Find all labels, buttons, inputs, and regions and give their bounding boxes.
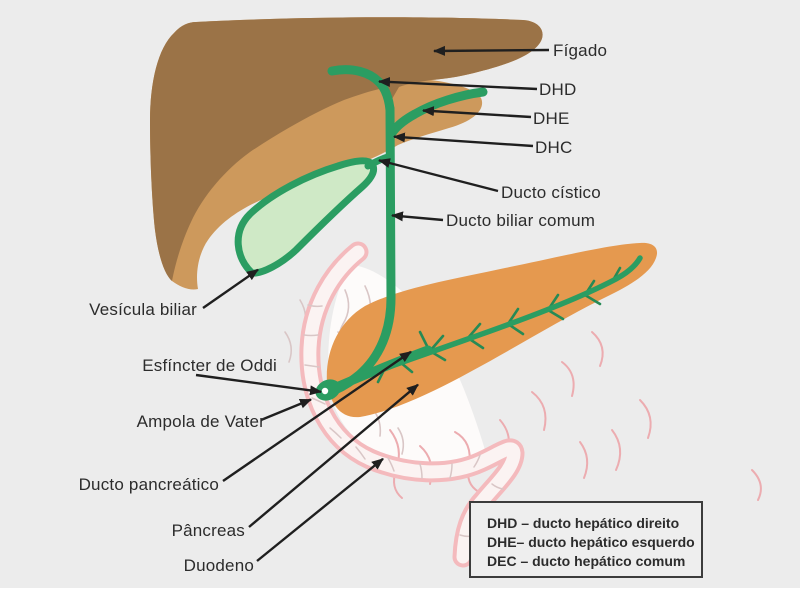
label-ducto-cistico: Ducto cístico — [501, 183, 601, 202]
arrow-figado — [433, 45, 550, 56]
label-vesicula-biliar: Vesícula biliar — [89, 300, 197, 319]
footer-strip — [0, 588, 800, 600]
label-pancreas: Pâncreas — [171, 521, 245, 540]
arrow-dhc — [393, 132, 534, 148]
label-dhc: DHC — [535, 138, 573, 157]
arrow-ampola-de-vater — [260, 398, 312, 422]
label-ampola-de-vater: Ampola de Vater — [136, 412, 265, 431]
abbreviation-legend-box: DHD – ducto hepático direito DHE– ducto … — [469, 501, 703, 578]
cystic-duct — [364, 153, 392, 170]
label-esfincter-de-oddi: Esfíncter de Oddi — [142, 356, 277, 375]
arrow-pancreas — [248, 383, 419, 528]
liver-shape — [150, 17, 543, 281]
label-dhd: DHD — [539, 80, 577, 99]
label-ducto-pancreatico: Ducto pancreático — [78, 475, 219, 494]
arrow-vesicula-biliar — [202, 268, 259, 309]
duodenum-fold-ticks — [303, 304, 504, 538]
label-dhe: DHE — [533, 109, 570, 128]
arrow-duodeno — [256, 457, 384, 562]
arrow-esfincter-de-oddi — [195, 373, 322, 396]
label-figado: Fígado — [553, 41, 608, 60]
legend-line-dhe: DHE– ducto hepático esquerdo — [487, 534, 695, 550]
ampulla-opening-dot — [321, 387, 329, 395]
label-duodeno: Duodeno — [183, 556, 254, 575]
legend-line-dhd: DHD – ducto hepático direito — [487, 515, 680, 531]
arrow-ducto-cistico — [378, 158, 499, 193]
arrow-dhd — [378, 77, 538, 91]
legend-line-dec: DEC – ducto hepático comum — [487, 553, 686, 569]
label-ducto-biliar-comum: Ducto biliar comum — [446, 211, 596, 230]
duodenum-lumen — [303, 245, 521, 564]
left-hepatic-duct — [387, 87, 488, 138]
annotation-arrows — [195, 45, 550, 562]
arrow-ducto-pancreatico — [222, 350, 412, 482]
arrow-dhe — [422, 106, 532, 119]
arrow-ducto-biliar-comum — [391, 211, 444, 222]
